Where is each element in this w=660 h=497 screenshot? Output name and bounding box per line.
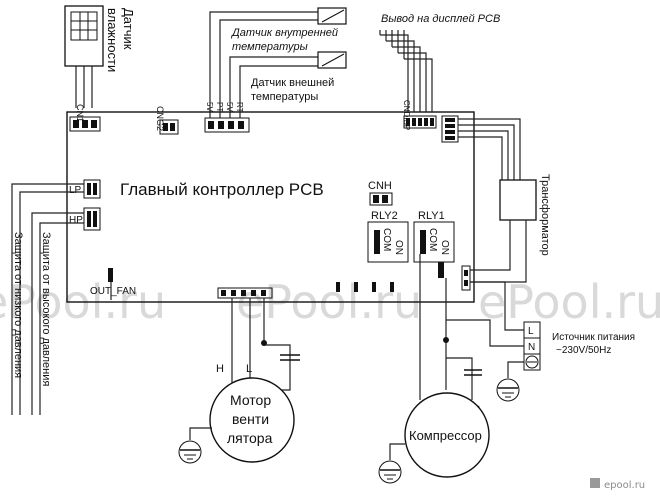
- cnh-label: CNH: [368, 180, 392, 192]
- fan-connector: [217, 287, 273, 299]
- outdoor-temp-sensor: [317, 51, 347, 69]
- cn1-connector: [69, 116, 101, 132]
- power-wire-l: [470, 281, 524, 331]
- power-ground-icon-terminal: [525, 355, 539, 369]
- fan-motor-label-3: лятора: [227, 430, 273, 446]
- main-pcb-board: [66, 111, 475, 303]
- transformer-label: Трансформатор: [539, 174, 551, 256]
- rly1-on-label: ON: [439, 240, 450, 255]
- brand-mark: epool.ru: [590, 478, 645, 491]
- high-pressure-wire-a: [31, 212, 84, 415]
- power-ground-wire: [507, 361, 524, 378]
- compressor: [404, 392, 490, 478]
- low-pressure-wire-b: [19, 191, 84, 415]
- relay-terminal-a: [438, 262, 444, 278]
- rly2-com-label: COM: [381, 228, 392, 251]
- cndisp-label: CNDISP: [402, 100, 411, 130]
- compressor-wire-s: [446, 357, 473, 400]
- fan-ground-wire: [189, 427, 212, 440]
- compressor-label: Компрессор: [409, 428, 482, 443]
- high-pressure-wire-b: [39, 222, 84, 415]
- fan-wire-cap: [263, 298, 291, 391]
- high-pressure-label: Защита от высокого давления: [40, 232, 52, 386]
- cn1-label: CN1: [75, 104, 85, 122]
- transformer-wires: [458, 118, 521, 180]
- outdoor-sensor-label-1: Датчик внешней: [251, 77, 334, 89]
- cng2-connector: [159, 119, 179, 135]
- hp-label: HP: [69, 215, 83, 226]
- low-pressure-label: Защита от низкого давления: [12, 232, 24, 378]
- power-terminal-l: L: [528, 326, 534, 337]
- rly1-label: RLY1: [418, 210, 445, 222]
- temp-sensor-connector: [204, 117, 250, 133]
- cng2-label: CNG2: [155, 106, 165, 131]
- watermark-right: ePool.ru: [478, 275, 660, 329]
- transformer-connector: [441, 115, 459, 143]
- relay-rly2: [367, 221, 409, 263]
- lp-connector: [83, 179, 101, 199]
- outdoor-sensor-wire-b: [239, 65, 318, 100]
- compressor-ground-wire: [389, 443, 405, 460]
- temp-sensor-pin-labels: 5V PT 5V RT: [205, 102, 244, 113]
- hp-connector: [83, 207, 101, 231]
- indoor-temp-sensor: [317, 7, 347, 25]
- power-source-label-1: Источник питания: [552, 332, 635, 343]
- indoor-sensor-wire-b: [219, 19, 318, 100]
- fan-motor: [209, 377, 295, 463]
- humidity-sensor-label: Датчик влажности: [105, 8, 136, 72]
- brand-mark-text: epool.ru: [604, 480, 645, 491]
- display-output-label: Вывод на дисплей PCB: [381, 13, 500, 25]
- display-output-wires: [379, 30, 433, 112]
- power-source-label-2: ~230V/50Hz: [556, 345, 611, 356]
- compressor-ground-icon: [378, 460, 402, 484]
- rly2-label: RLY2: [371, 210, 398, 222]
- relay-rly1: [413, 221, 455, 263]
- rly2-on-label: ON: [393, 240, 404, 255]
- lp-label: LP: [69, 185, 82, 196]
- out-fan-label: OUT_FAN: [90, 286, 136, 297]
- transformer-out-a: [470, 220, 511, 271]
- power-ground-icon: [496, 378, 520, 402]
- transformer: [499, 179, 537, 221]
- cnh-connector: [369, 192, 393, 206]
- outdoor-sensor-wire-a: [229, 56, 318, 100]
- fan-terminal-h: H: [216, 363, 224, 375]
- indoor-sensor-wire-a: [209, 11, 318, 100]
- main-controller-title: Главный контроллер PCB: [120, 180, 324, 199]
- power-wire-n: [446, 319, 524, 347]
- rly1-com-label: COM: [427, 228, 438, 251]
- cndisp-connector: [403, 115, 437, 129]
- power-terminal-n: N: [528, 342, 535, 353]
- indoor-sensor-label-2: температуры: [232, 41, 308, 53]
- fan-motor-label-1: Мотор: [230, 392, 271, 408]
- svg-text:Датчик: Датчик: [121, 8, 136, 50]
- relay-output-terminals: [336, 282, 394, 292]
- out-fan-terminal: [108, 268, 113, 282]
- svg-text:влажности: влажности: [105, 8, 120, 72]
- fan-ground-icon: [178, 440, 202, 464]
- humidity-sensor: [64, 5, 104, 108]
- indoor-sensor-label-1: Датчик внутренней: [230, 27, 338, 39]
- fan-motor-label-2: венти: [232, 411, 269, 427]
- relay-terminal-b: [461, 265, 471, 291]
- outdoor-sensor-label-2: температуры: [251, 91, 318, 103]
- fan-terminal-l: L: [246, 363, 252, 375]
- low-pressure-wire-a: [11, 183, 84, 415]
- transformer-out-b: [470, 220, 527, 283]
